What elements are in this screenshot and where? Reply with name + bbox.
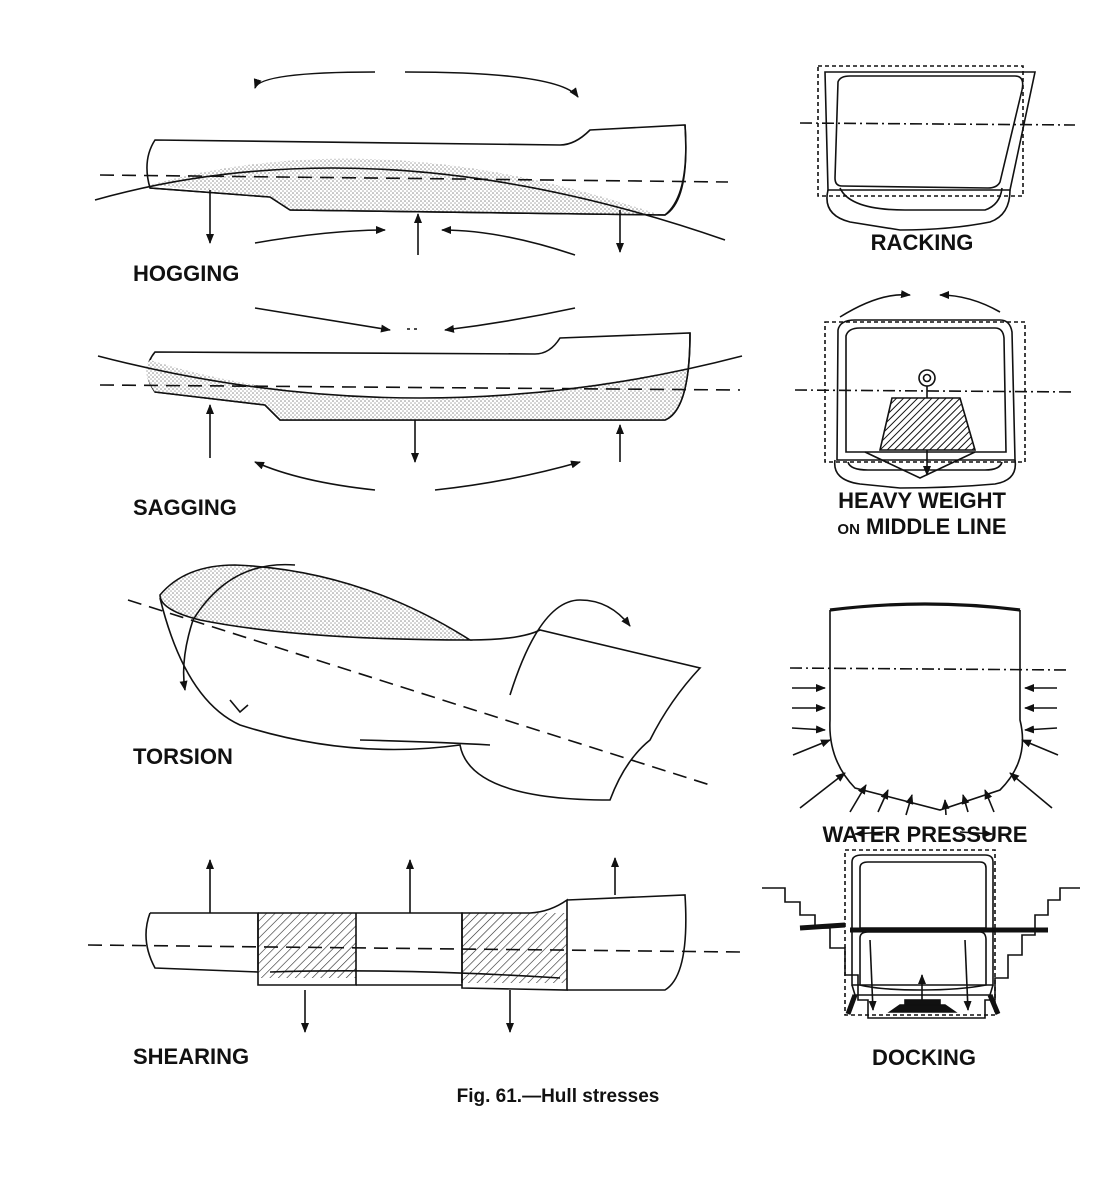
racking-diagram — [800, 66, 1075, 230]
label-racking: RACKING — [871, 232, 974, 254]
label-torsion: TORSION — [133, 746, 233, 768]
label-shearing: SHEARING — [133, 1046, 249, 1068]
label-middle-line: ON MIDDLE LINE — [837, 516, 1006, 538]
label-water-pressure: WATER PRESSURE — [823, 824, 1028, 846]
label-heavy-weight: HEAVY WEIGHT — [838, 490, 1006, 512]
label-on: ON — [837, 521, 860, 538]
shearing-diagram — [88, 858, 740, 1032]
water-pressure-diagram — [790, 604, 1068, 815]
figure-caption: Fig. 61.—Hull stresses — [457, 1086, 660, 1108]
sagging-diagram — [98, 308, 742, 490]
heavy-weight-diagram — [795, 295, 1075, 488]
label-middle-line-text: MIDDLE LINE — [866, 514, 1007, 539]
label-sagging: SAGGING — [133, 497, 237, 519]
hogging-diagram — [95, 72, 728, 255]
label-hogging: HOGGING — [133, 263, 239, 285]
docking-diagram — [762, 832, 1080, 1018]
label-docking: DOCKING — [872, 1047, 976, 1069]
